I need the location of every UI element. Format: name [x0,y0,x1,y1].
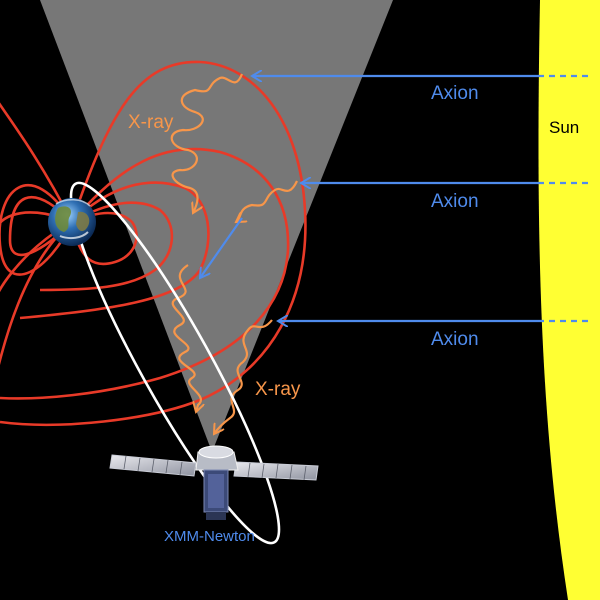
xmm-newton-satellite-icon [109,445,319,520]
axion-label-3: Axion [431,329,479,350]
xray-path-1 [170,73,244,213]
field-line [19,181,210,320]
earth-globe-icon [48,198,96,246]
satellite-label: XMM-Newton [164,528,255,545]
field-line [0,102,74,223]
field-line [0,60,307,427]
xray-paths [170,73,298,434]
axion-label-1: Axion [431,83,479,104]
field-line [70,211,138,266]
sun-body [538,0,600,600]
sun-label: Sun [549,118,579,137]
xray-path-3 [171,264,201,412]
axion-label-2: Axion [431,191,479,212]
xray-label-1: X-ray [128,112,174,133]
field-of-view-cone [40,0,393,452]
axion-rays [252,76,592,321]
field-line [0,184,74,276]
field-line [0,147,290,400]
axion-conversion-arrow [200,217,243,278]
xray-path-4 [214,319,273,434]
magnetic-field-lines [0,60,307,427]
satellite-orbit [69,181,281,545]
xray-label-2: X-ray [255,379,301,400]
field-line [39,201,174,292]
xray-path-2 [236,180,298,222]
field-line [8,195,73,257]
